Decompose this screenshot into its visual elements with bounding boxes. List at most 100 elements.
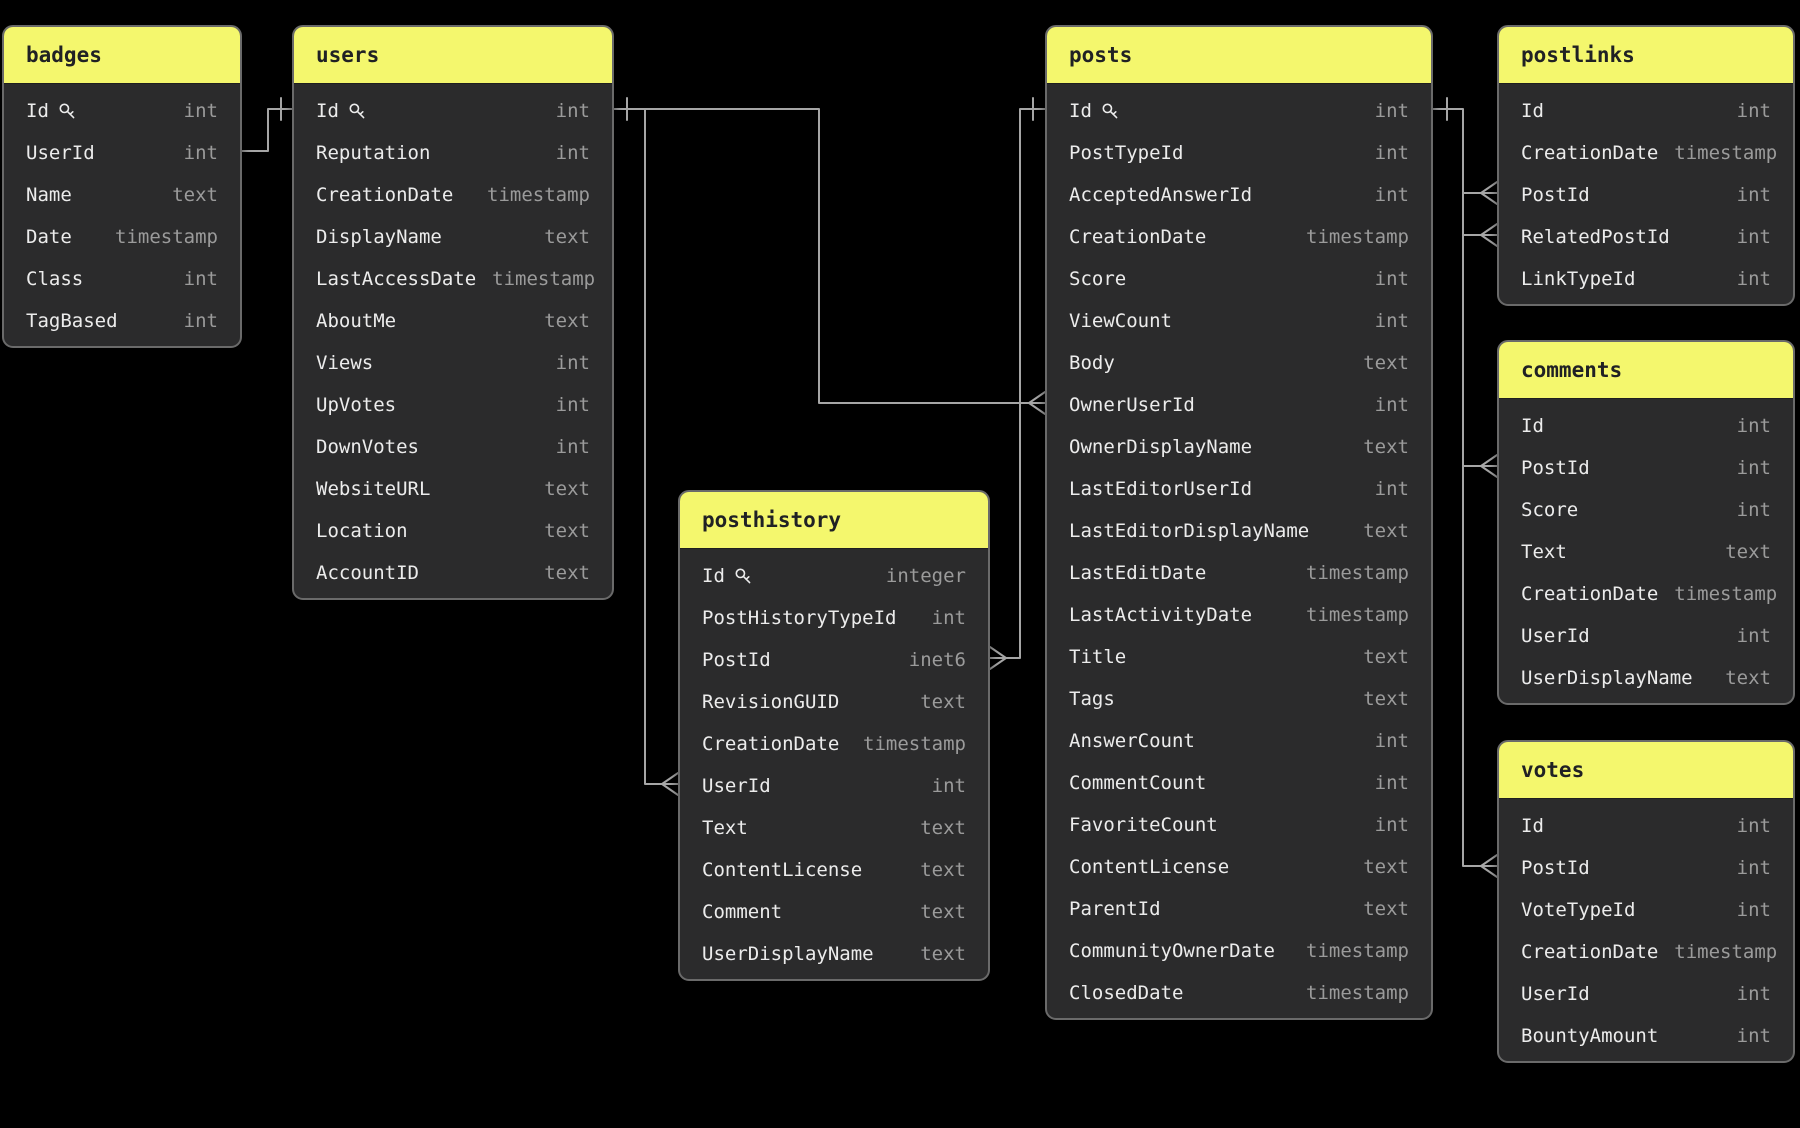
table-header-users[interactable]: users xyxy=(294,27,612,84)
relationship-users-id-posthistory-userid[interactable] xyxy=(613,97,679,796)
relationship-line[interactable] xyxy=(1005,108,1046,659)
relationship-line[interactable] xyxy=(1462,234,1482,467)
relationship-line[interactable] xyxy=(241,108,293,152)
relationship-line[interactable] xyxy=(1462,465,1482,867)
field-type: int xyxy=(555,394,590,416)
relationship-users-id-posts-owneruserid[interactable] xyxy=(644,108,1046,415)
relationship-line[interactable] xyxy=(613,108,663,785)
relationship-line[interactable] xyxy=(1432,108,1482,194)
relationship-line[interactable] xyxy=(1462,192,1482,236)
table-header-postlinks[interactable]: postlinks xyxy=(1499,27,1793,84)
table-header-comments[interactable]: comments xyxy=(1499,342,1793,399)
field-type: text xyxy=(1363,520,1409,542)
table-header-posthistory[interactable]: posthistory xyxy=(680,492,988,549)
table-header-votes[interactable]: votes xyxy=(1499,742,1793,799)
relationship-posts-id-posthistory-postid[interactable] xyxy=(989,97,1046,670)
relationship-line[interactable] xyxy=(644,108,1030,404)
relationship-badges-userid-users-id[interactable] xyxy=(241,97,293,152)
relationship-posts-id-comments-postid[interactable] xyxy=(1462,234,1498,478)
table-header-badges[interactable]: badges xyxy=(4,27,240,84)
table-header-posts[interactable]: posts xyxy=(1047,27,1431,84)
relationship-posts-id-postlinks-postid[interactable] xyxy=(1432,97,1498,205)
relationship-posts-id-votes-postid[interactable] xyxy=(1462,465,1498,878)
